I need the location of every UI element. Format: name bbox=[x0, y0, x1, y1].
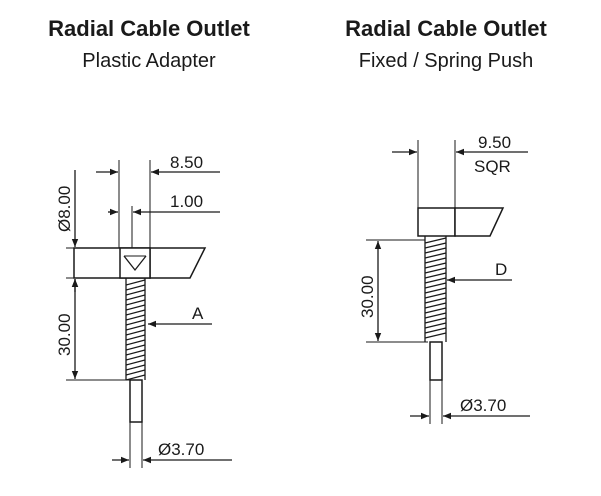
right-subtitle: Fixed / Spring Push bbox=[358, 50, 534, 72]
right-dim-3000-label: 30.00 bbox=[358, 275, 377, 318]
left-spring bbox=[125, 278, 146, 381]
right-drawing: 9.50 SQR 30.00 Ø3.70 D bbox=[358, 133, 530, 424]
left-subtitle: Plastic Adapter bbox=[82, 50, 216, 72]
left-callout-label: A bbox=[192, 304, 204, 323]
left-drawing: 8.50 1.00 Ø8.00 30.00 bbox=[55, 153, 232, 468]
right-dim-370-label: Ø3.70 bbox=[460, 396, 506, 415]
right-dim-950-unit: SQR bbox=[474, 157, 511, 176]
left-title: Radial Cable Outlet bbox=[48, 16, 250, 41]
right-block bbox=[417, 207, 456, 237]
left-dim-100-label: 1.00 bbox=[170, 192, 203, 211]
left-cap-insert bbox=[119, 247, 151, 279]
right-flange bbox=[454, 207, 505, 237]
left-dim-370-label: Ø3.70 bbox=[158, 440, 204, 459]
right-callout-label: D bbox=[495, 260, 507, 279]
right-spring bbox=[424, 236, 447, 342]
left-cap-chevron bbox=[123, 255, 147, 272]
left-dim-800-label: Ø8.00 bbox=[55, 186, 74, 232]
left-cap-flange bbox=[149, 247, 207, 279]
right-title: Radial Cable Outlet bbox=[345, 16, 547, 41]
left-dim-3000-label: 30.00 bbox=[55, 313, 74, 356]
left-cable bbox=[129, 379, 143, 423]
left-dim-850-label: 8.50 bbox=[170, 153, 203, 172]
right-cable bbox=[429, 341, 443, 381]
right-dim-950-label: 9.50 bbox=[478, 133, 511, 152]
